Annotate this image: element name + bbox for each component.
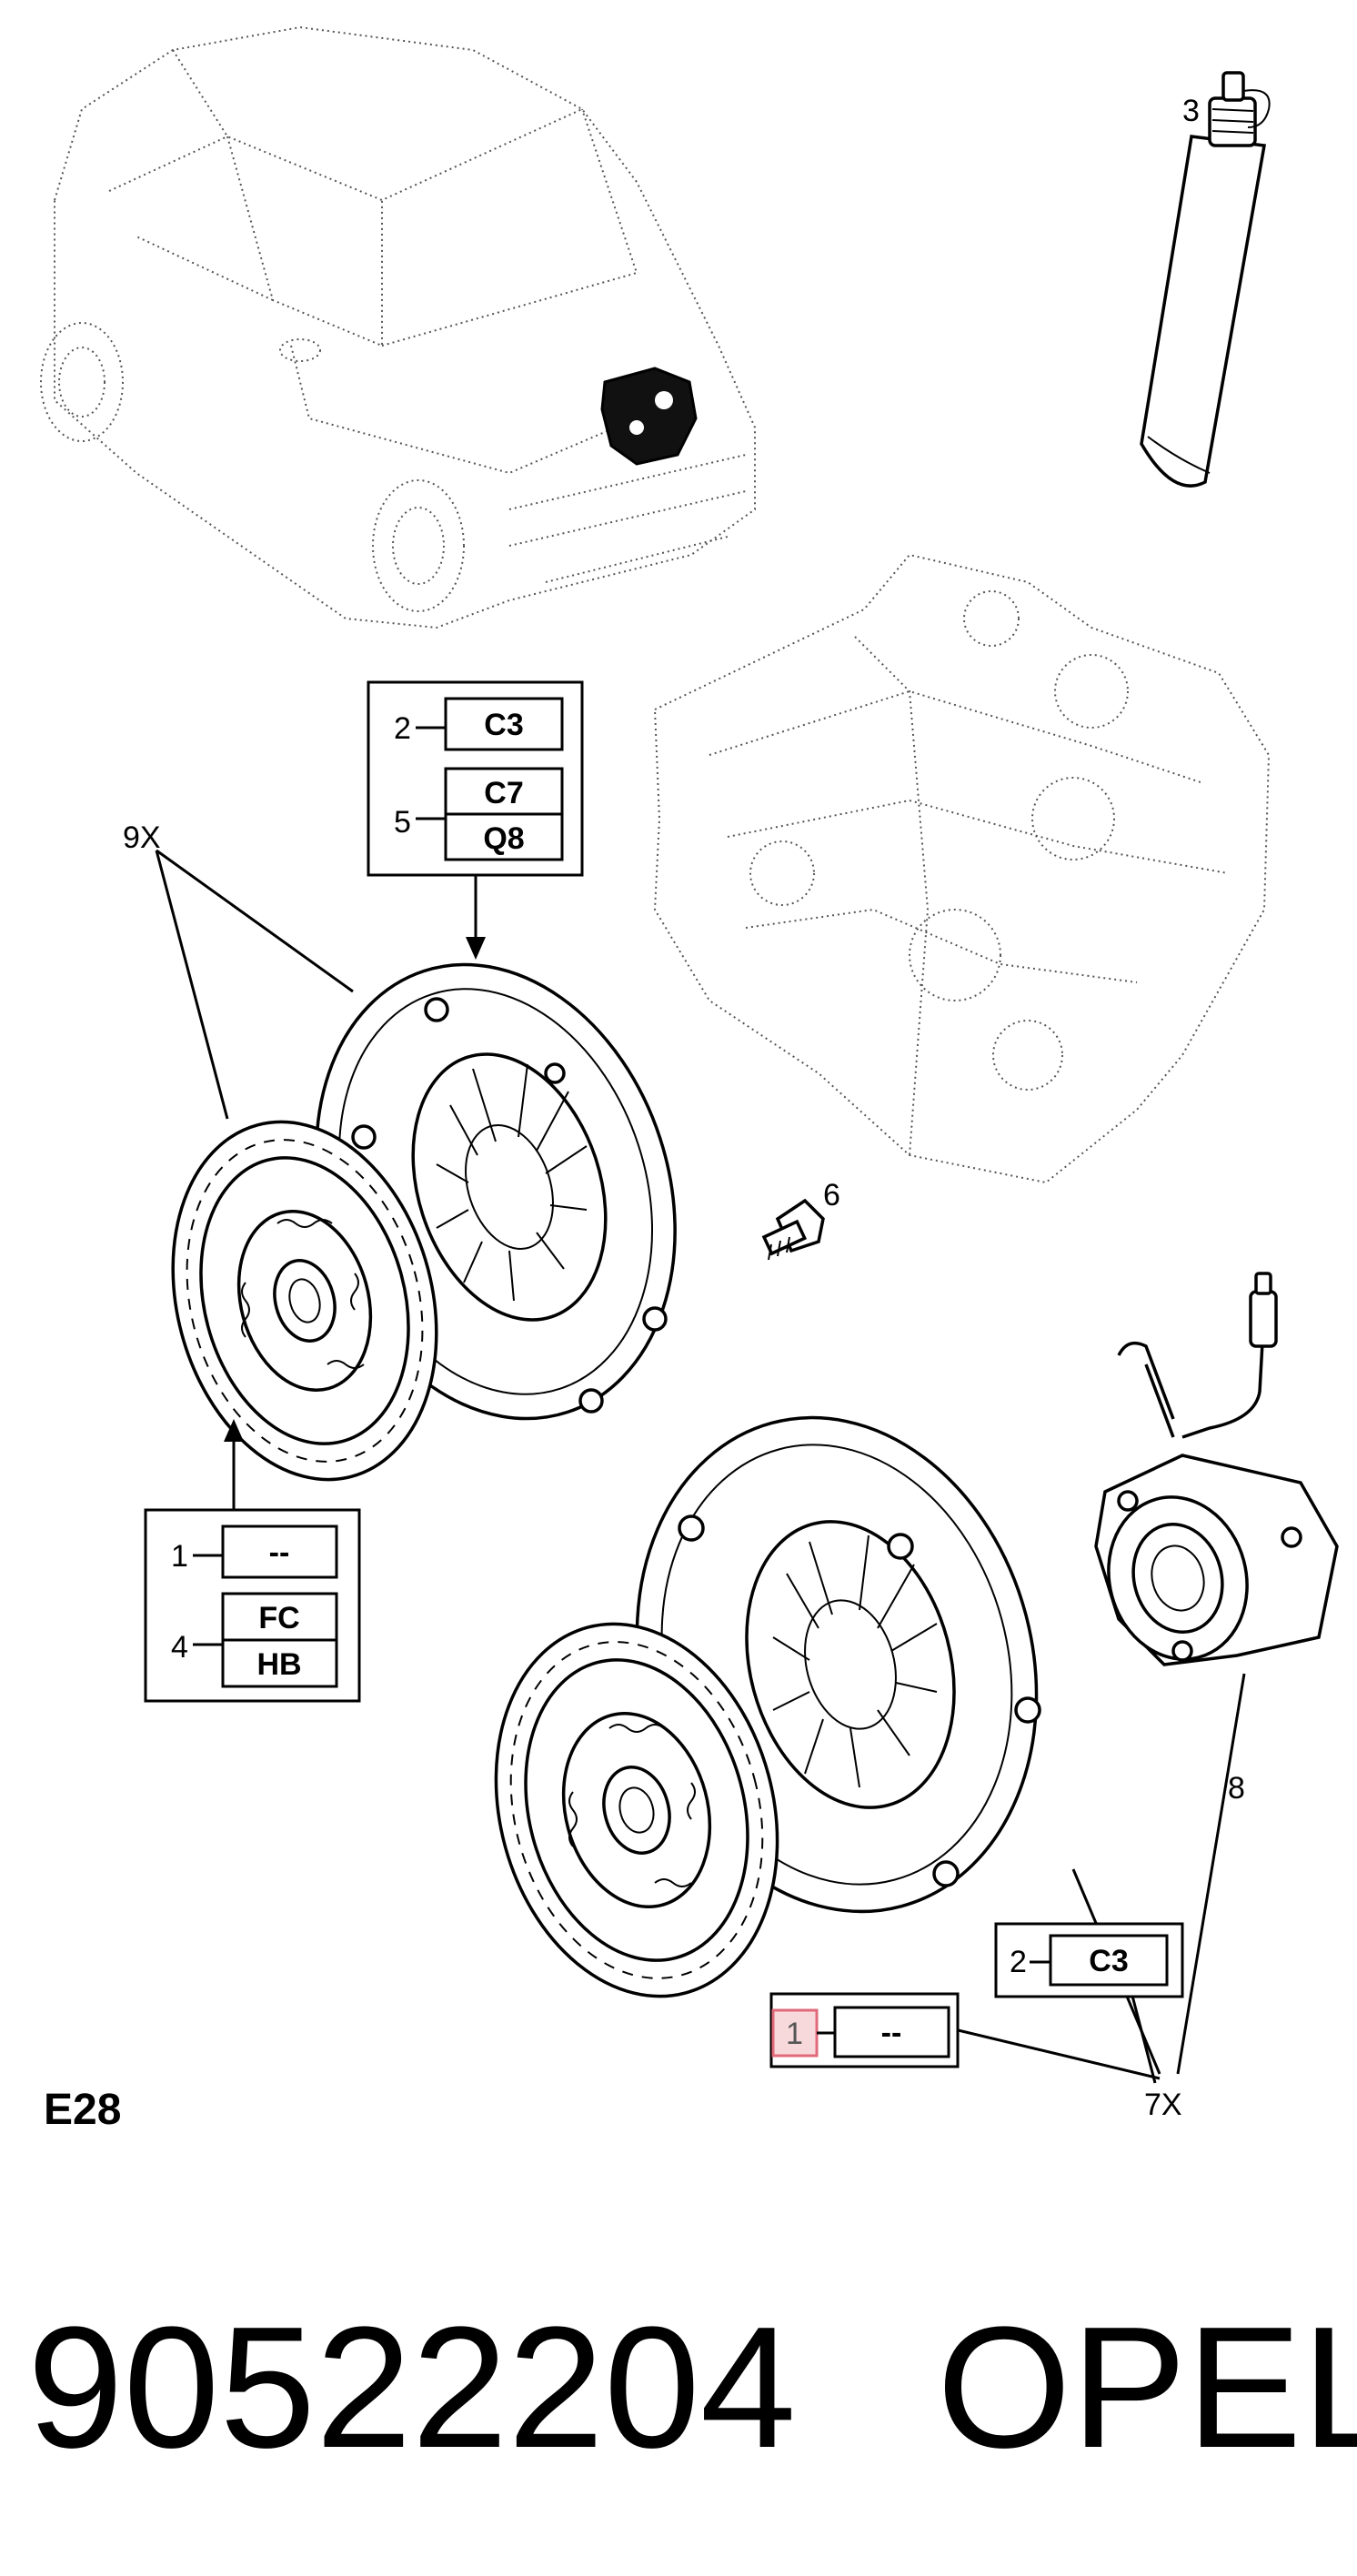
box-left-row2-code-a: FC xyxy=(258,1601,299,1635)
grease-tube-illustration xyxy=(1140,71,1271,488)
code-box-bottom: 1 -- xyxy=(769,1992,960,2068)
box-top-row2-index: 5 xyxy=(394,805,411,840)
box-bottom-row1-index: 1 xyxy=(786,2017,803,2051)
section-code: E28 xyxy=(44,2086,121,2134)
callout-disc-group-lower-label: 7X xyxy=(1144,2088,1182,2122)
box-right-row1-code: C3 xyxy=(1089,1944,1128,1978)
bolt-illustration xyxy=(761,1198,825,1261)
box-top-row1-code: C3 xyxy=(484,708,523,742)
callout-disc-group-upper-label: 9X xyxy=(123,820,161,855)
code-box-left: 1 -- 4 FC HB xyxy=(144,1508,361,1703)
box-top-row1-index: 2 xyxy=(394,711,411,746)
box-left-row1-index: 1 xyxy=(171,1539,188,1574)
brand-name: OPEL xyxy=(937,2291,1357,2484)
callout-tube-label: 3 xyxy=(1182,94,1200,128)
part-number: 90522204 xyxy=(27,2291,796,2484)
box-left-row2-code-b: HB xyxy=(256,1647,301,1682)
box-left-row1-code: -- xyxy=(269,1535,290,1570)
slave-cylinder-illustration xyxy=(1094,1272,1339,1666)
upper-clutch-disc xyxy=(171,1120,438,1482)
car-illustration xyxy=(40,25,756,629)
lower-clutch-disc xyxy=(494,1622,779,1998)
callout-bolt-label: 6 xyxy=(823,1178,840,1213)
box-left-row2-index: 4 xyxy=(171,1630,188,1665)
code-box-right: 2 C3 xyxy=(994,1922,1184,1998)
code-box-top: 2 C3 5 C7 Q8 xyxy=(367,680,584,877)
box-top-row2-code-b: Q8 xyxy=(483,821,524,856)
box-right-row1-index: 2 xyxy=(1010,1945,1027,1979)
callout-slave-cylinder-label: 8 xyxy=(1228,1771,1245,1806)
box-top-row2-code-a: C7 xyxy=(484,776,523,810)
clutch-location-marker xyxy=(600,367,698,466)
box-bottom-row1-code: -- xyxy=(881,2016,902,2050)
gearbox-illustration xyxy=(653,553,1271,1184)
